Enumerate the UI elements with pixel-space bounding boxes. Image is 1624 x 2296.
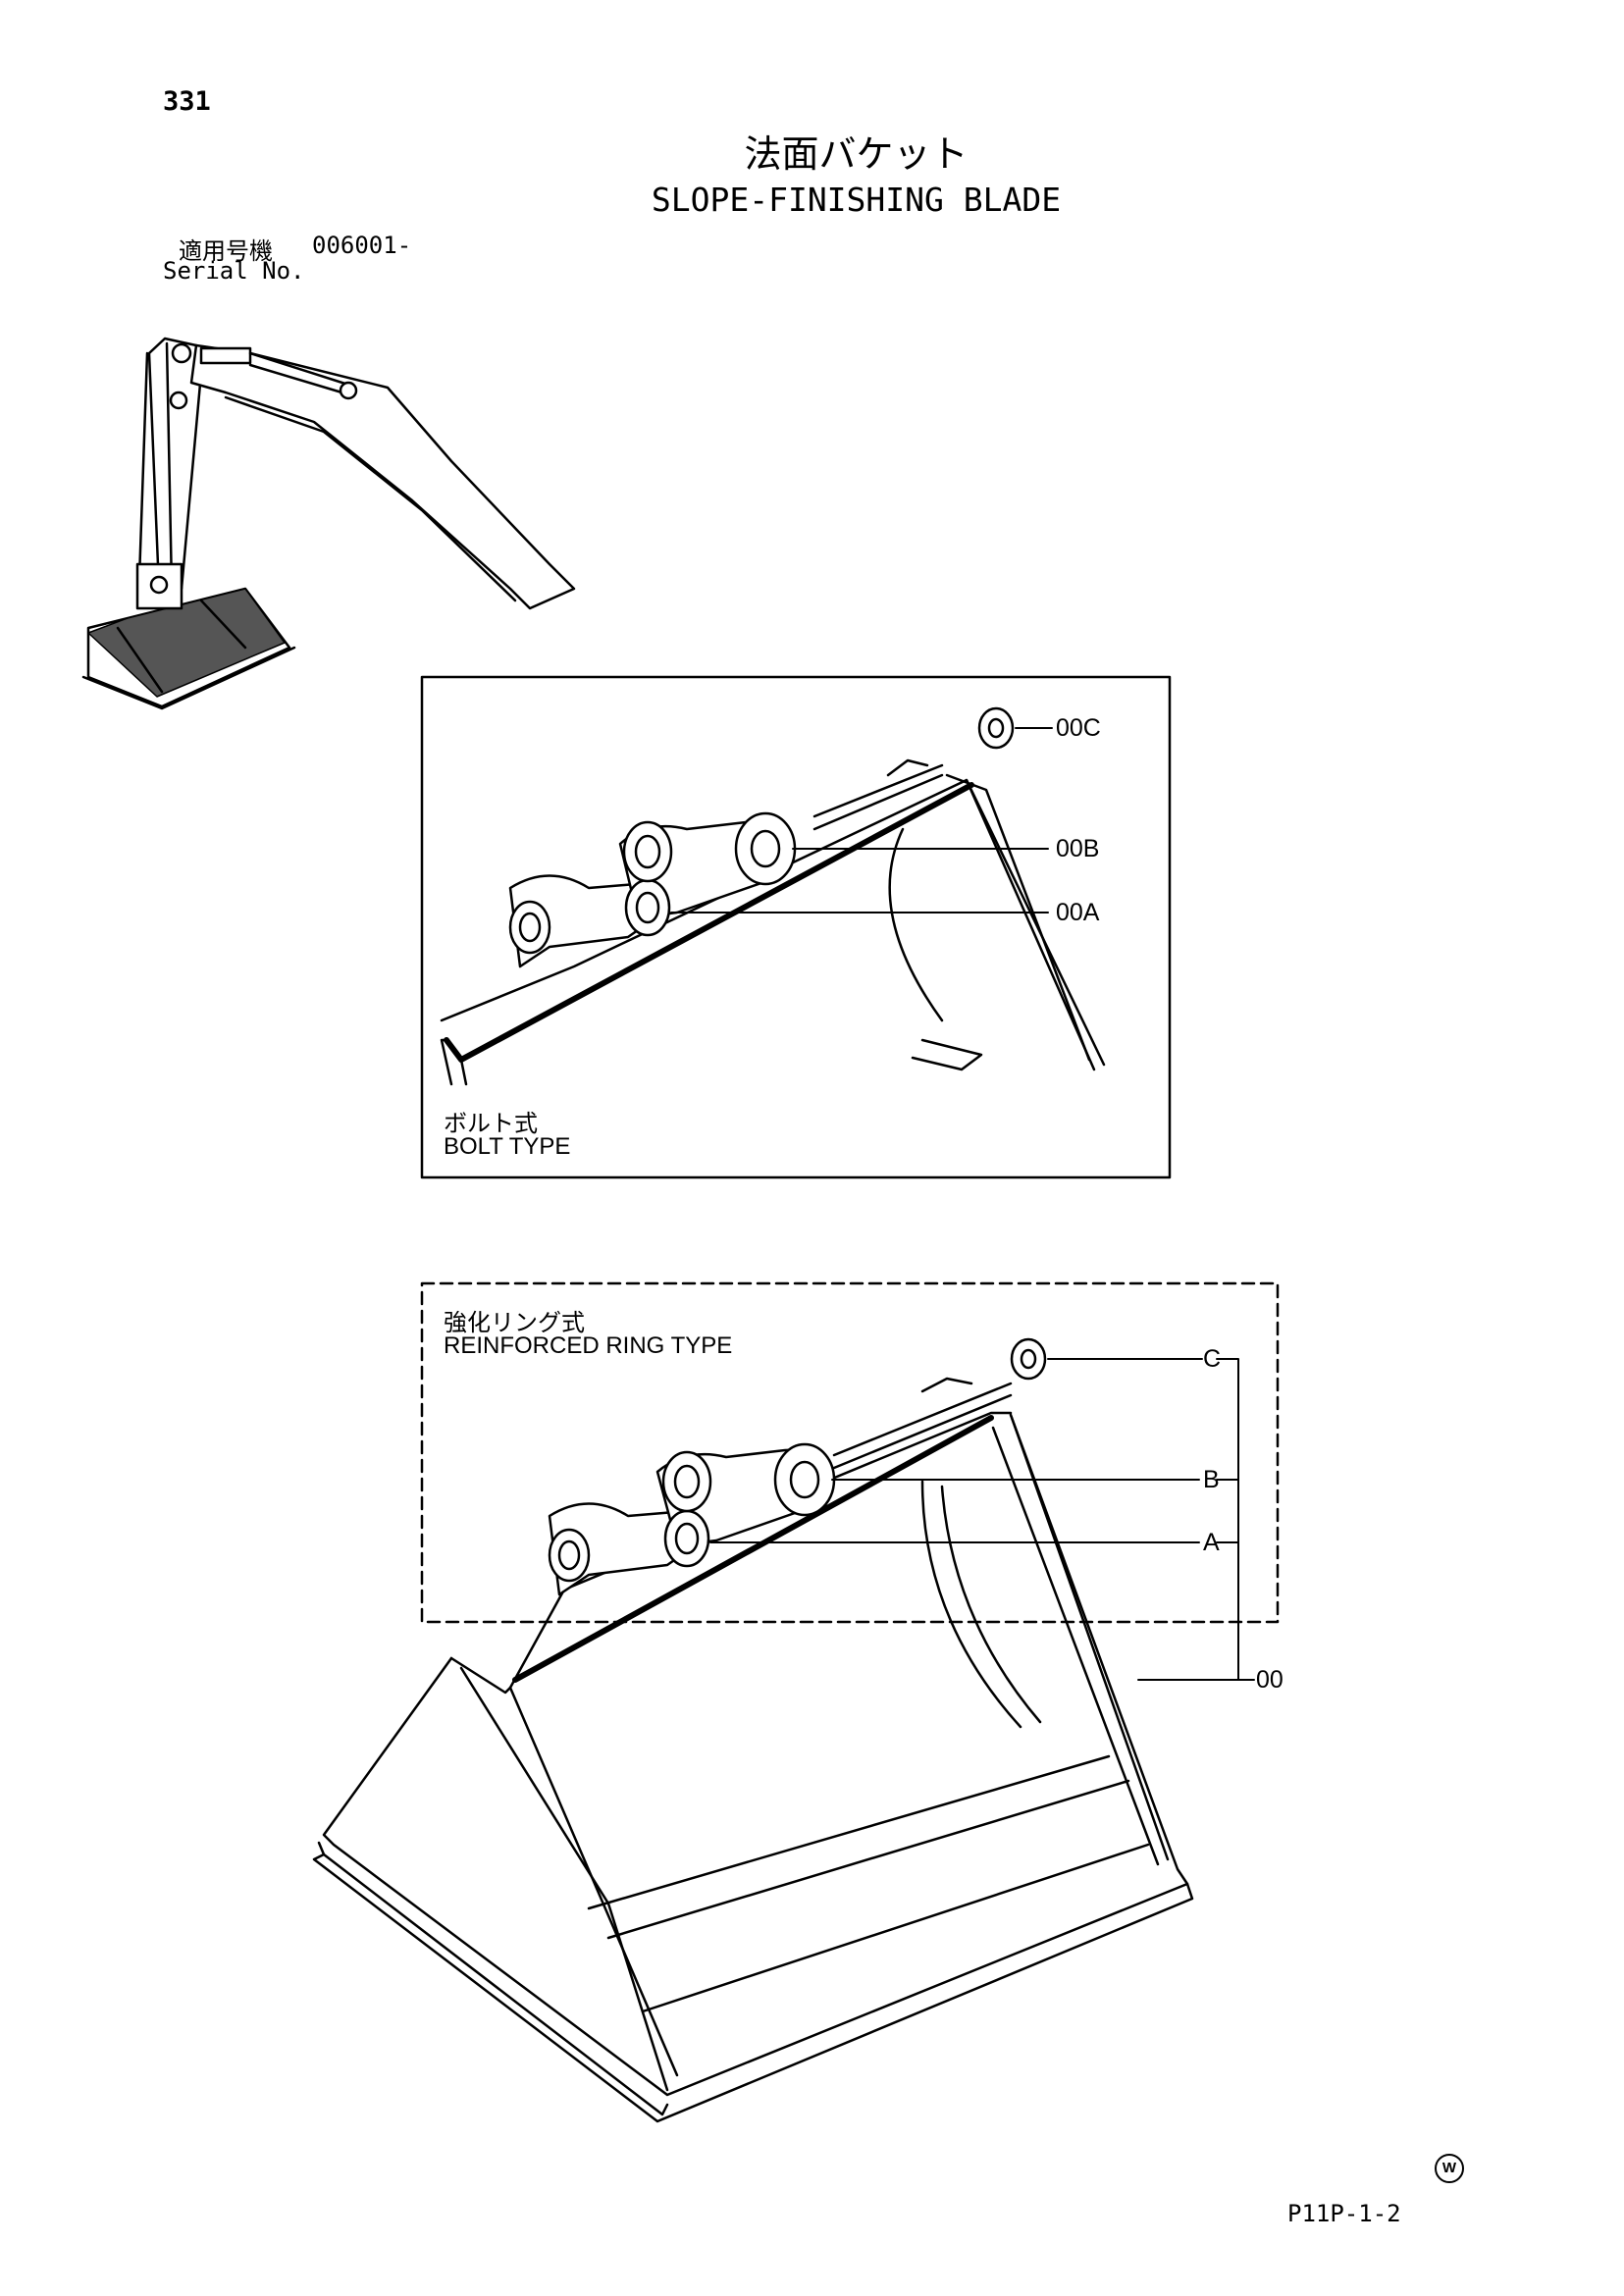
callout-00a: 00A xyxy=(1056,899,1100,926)
title-japanese: 法面バケット xyxy=(744,132,969,176)
serial-value: 006001- xyxy=(312,232,412,259)
callout-00b: 00B xyxy=(1056,835,1100,862)
serial-label-english: Serial No. xyxy=(163,257,305,285)
callout-00c: 00C xyxy=(1056,714,1101,742)
ring-type-label-english: REINFORCED RING TYPE xyxy=(444,1332,733,1359)
title-english: SLOPE-FINISHING BLADE xyxy=(651,181,1062,219)
callout-assembly-00: 00 xyxy=(1256,1666,1283,1694)
bolt-type-label-japanese: ボルト式 xyxy=(444,1111,538,1137)
callout-b: B xyxy=(1203,1466,1220,1493)
bolt-type-bucket xyxy=(440,706,1106,1086)
bolt-type-frame xyxy=(420,675,1172,1179)
callout-a: A xyxy=(1203,1529,1220,1556)
bolt-type-label-english: BOLT TYPE xyxy=(444,1133,571,1160)
w-stamp: W xyxy=(1435,2154,1464,2183)
drawing-reference: P11P-1-2 xyxy=(1287,2200,1401,2227)
callout-c: C xyxy=(1203,1345,1222,1373)
excavator-arm-thumbnail xyxy=(81,337,576,710)
ring-type-frame xyxy=(420,1281,1280,1624)
ring-type-bucket xyxy=(312,1337,1255,2123)
ring-type-label-japanese: 強化リング式 xyxy=(444,1310,585,1336)
serial-label-japanese: 適用号機 xyxy=(179,237,273,265)
page-number: 331 xyxy=(163,86,211,117)
